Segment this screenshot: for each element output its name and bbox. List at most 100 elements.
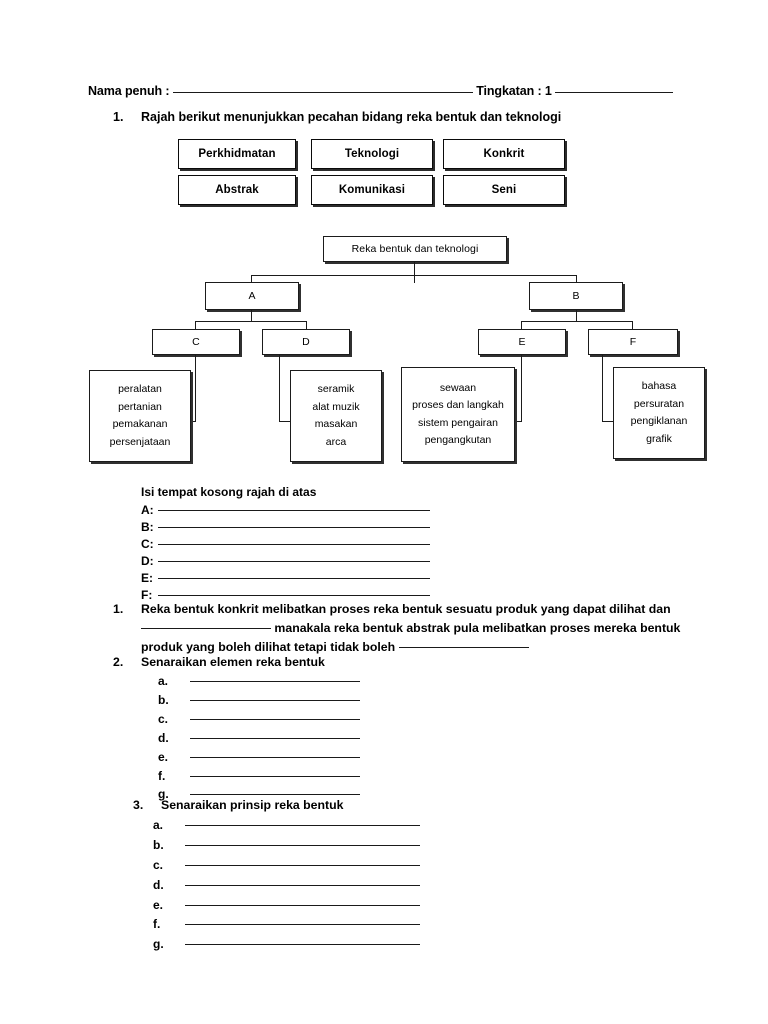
question-1-blank-2[interactable] [398,647,529,648]
question-2-answer-line-d: d. [158,731,360,745]
question-3-answer-line-blank[interactable] [185,905,420,906]
fill-row-blank[interactable] [158,527,430,528]
question-1-part3: produk yang boleh dilihat tetapi tidak b… [141,640,396,654]
fill-row-c: C: [141,537,430,551]
question-2-answer-line-blank[interactable] [190,700,360,701]
question-1-number: 1. [113,602,124,616]
question-3-answer-line-blank[interactable] [185,865,420,866]
connector-a-bus [195,321,307,323]
question-2-title: Senaraikan elemen reka bentuk [141,655,325,669]
question-3-answer-line-blank[interactable] [185,885,420,886]
tree-leaf-item: pengiklanan [630,415,688,427]
connector-b-bus [521,321,633,323]
connector-root-bus [251,275,577,277]
question-1-blank-1[interactable] [141,628,271,629]
fill-row-blank[interactable] [158,510,430,511]
question-2-answer-line-c: c. [158,712,360,726]
question-3-answer-line-label: f. [153,917,161,931]
tree-leaf-item: alat muzik [312,400,360,413]
fill-row-blank[interactable] [158,595,430,596]
question-intro-text: Rajah berikut menunjukkan pecahan bidang… [141,110,562,124]
form-label: Tingkatan : 1 [476,84,552,98]
name-label: Nama penuh : [88,84,170,98]
question-3-answer-line-blank[interactable] [185,944,420,945]
connector-to-e [521,321,523,330]
fill-row-f: F: [141,588,430,602]
fill-row-label: E: [141,571,153,585]
tree-leaf-item: arca [325,435,347,448]
connector-f-hook [602,421,615,423]
tree-leaf-box-4: bahasa persuratan pengiklanan grafik [613,367,705,459]
fill-row-blank[interactable] [158,544,430,545]
question-2-answer-line-blank[interactable] [190,757,360,758]
tree-leaf-item: pemakanan [112,418,168,430]
tree-leaf-item: pengangkutan [424,434,492,446]
tree-leaf-item: pertanian [118,400,162,413]
question-2-answer-line-label: f. [158,769,166,783]
question-2-heading: 2. Senaraikan elemen reka bentuk [113,655,325,669]
connector-c-drop [195,355,197,422]
connector-to-d [306,321,308,330]
question-2-answer-line-blank[interactable] [190,681,360,682]
connector-root-stem [414,262,416,283]
tree-leaf-item: persenjataan [109,435,171,448]
tree-node-a: A [205,282,299,310]
question-2-answer-line-b: b. [158,693,360,707]
tree-leaf-item: persuratan [633,397,685,410]
fill-row-blank[interactable] [158,561,430,562]
tree-leaf-item: masakan [314,418,358,430]
tree-node-d: D [262,329,350,355]
question-3-answer-line-e: e. [153,898,420,912]
question-3-answer-line-blank[interactable] [185,845,420,846]
tree-node-c: C [152,329,240,355]
connector-a-stem [251,310,253,322]
tree-node-e: E [478,329,566,355]
question-2-answer-line-label: g. [158,787,169,801]
tree-leaf-item: grafik [646,432,672,445]
option-box-seni[interactable]: Seni [443,175,565,205]
tree-node-f: F [588,329,678,355]
option-box-perkhidmatan[interactable]: Perkhidmatan [178,139,296,169]
fill-row-label: C: [141,537,154,551]
tree-leaf-item: bahasa [641,380,677,392]
fill-row-blank[interactable] [158,578,430,579]
connector-d-hook [279,421,292,423]
question-3-answer-line-a: a. [153,818,420,832]
question-3-answer-line-g: g. [153,937,420,951]
option-box-komunikasi[interactable]: Komunikasi [311,175,433,205]
question-2-answer-line-blank[interactable] [190,776,360,777]
question-1-part1: Reka bentuk konkrit melibatkan proses re… [141,602,671,616]
connector-e-hook [510,421,522,423]
question-3-answer-line-label: c. [153,858,164,872]
question-intro: 1. Rajah berikut menunjukkan pecahan bida… [113,110,561,124]
question-2-answer-line-label: e. [158,750,169,764]
question-3-answer-line-blank[interactable] [185,825,420,826]
question-2-number: 2. [113,655,124,669]
question-1: 1. Reka bentuk konkrit melibatkan proses… [113,600,683,657]
question-3-answer-line-label: b. [153,838,164,852]
question-2-answer-line-f: f. [158,769,360,783]
question-3-answer-line-label: e. [153,898,164,912]
tree-leaf-item: sistem pengairan [418,416,498,429]
option-box-abstrak[interactable]: Abstrak [178,175,296,205]
question-2-answer-line-blank[interactable] [190,719,360,720]
question-intro-number: 1. [113,110,124,124]
question-3-answer-line-f: f. [153,917,420,931]
question-3-answer-line-c: c. [153,858,420,872]
question-3-answer-line-label: d. [153,878,164,892]
fill-row-b: B: [141,520,430,534]
fill-row-label: A: [141,503,154,517]
option-box-teknologi[interactable]: Teknologi [311,139,433,169]
fill-row-label: B: [141,520,154,534]
fill-section-title: Isi tempat kosong rajah di atas [141,485,317,499]
option-box-konkrit[interactable]: Konkrit [443,139,565,169]
connector-to-b [576,275,578,283]
form-blank-rule[interactable] [555,92,674,93]
question-3-answer-line-blank[interactable] [185,924,420,925]
fill-row-label: D: [141,554,154,568]
question-1-part2: manakala reka bentuk abstrak pula meliba… [274,621,681,635]
question-2-answer-line-blank[interactable] [190,738,360,739]
name-blank-rule[interactable] [172,92,473,93]
question-2-answer-line-blank[interactable] [190,794,360,795]
tree-leaf-item: sewaan [439,381,477,394]
